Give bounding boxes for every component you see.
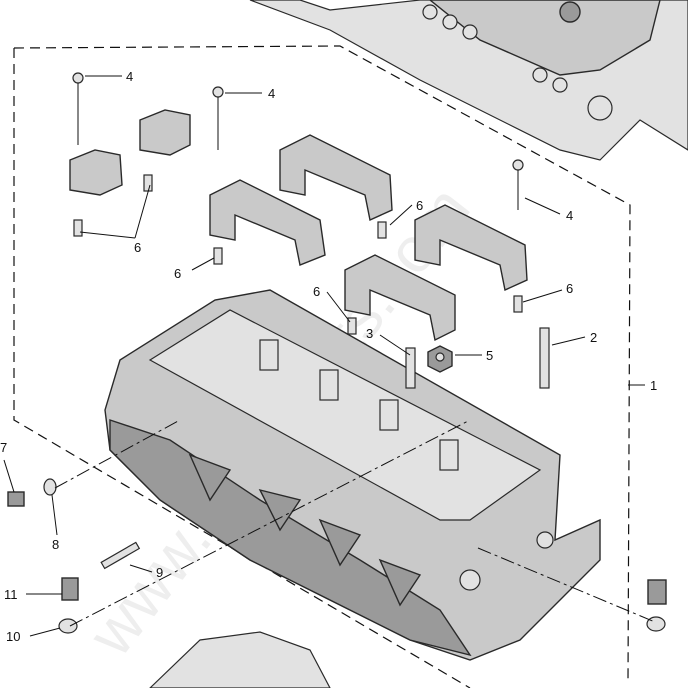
bolt-4-a [72, 72, 84, 145]
callout-6-c: 6 [313, 284, 320, 299]
bolt-4-b [212, 86, 224, 150]
callout-4-a: 4 [126, 69, 133, 84]
stud-bolt-3 [405, 347, 416, 389]
camshaft-cap-left-front [69, 149, 123, 196]
dowel-pin-6-d [347, 317, 357, 335]
bolt-7 [3, 459, 25, 507]
cylinder-head-gasket [149, 631, 331, 688]
cylinder-head [104, 289, 601, 661]
nut-5 [427, 345, 453, 373]
callout-3: 3 [366, 326, 373, 341]
collar-right [647, 579, 667, 605]
callout-6-e: 6 [566, 281, 573, 296]
callout-6-d: 6 [416, 198, 423, 213]
camshaft-cap-center-left [209, 179, 326, 266]
callout-9: 9 [156, 565, 163, 580]
washer-right [646, 616, 666, 632]
washer-10 [58, 618, 78, 634]
dowel-pin-6-b [143, 174, 153, 192]
callout-5: 5 [486, 348, 493, 363]
camshaft-cap-center-front [344, 254, 456, 342]
cylinder-head-cover [249, 0, 688, 161]
dowel-pin-6-c [213, 247, 223, 265]
callout-1: 1 [650, 378, 657, 393]
centerline-c [477, 547, 656, 623]
camshaft-cap-center-rear [279, 134, 393, 222]
callout-4-c: 4 [566, 208, 573, 223]
callout-4-b: 4 [268, 86, 275, 101]
dowel-pin-6-f [513, 295, 523, 313]
dowel-pin-6-a [73, 219, 83, 237]
callout-10: 10 [6, 629, 20, 644]
leader-lines [26, 75, 645, 637]
dowel-pin-6-e [377, 221, 387, 239]
callout-11: 11 [4, 587, 18, 602]
o-ring-8 [43, 478, 57, 496]
bolt-4-c [512, 159, 524, 210]
camshaft-cap-right [414, 204, 528, 292]
collar-11 [61, 577, 79, 601]
assembly-boundary [13, 45, 631, 688]
pin-9 [100, 541, 141, 570]
callout-6-a: 6 [134, 240, 141, 255]
centerline-a [54, 419, 181, 489]
camshaft-cap-left-rear [139, 109, 191, 156]
callout-8: 8 [52, 537, 59, 552]
stud-bolt-2 [539, 327, 550, 389]
callout-2: 2 [590, 330, 597, 345]
callout-7: 7 [0, 440, 7, 455]
callout-6-b: 6 [174, 266, 181, 281]
